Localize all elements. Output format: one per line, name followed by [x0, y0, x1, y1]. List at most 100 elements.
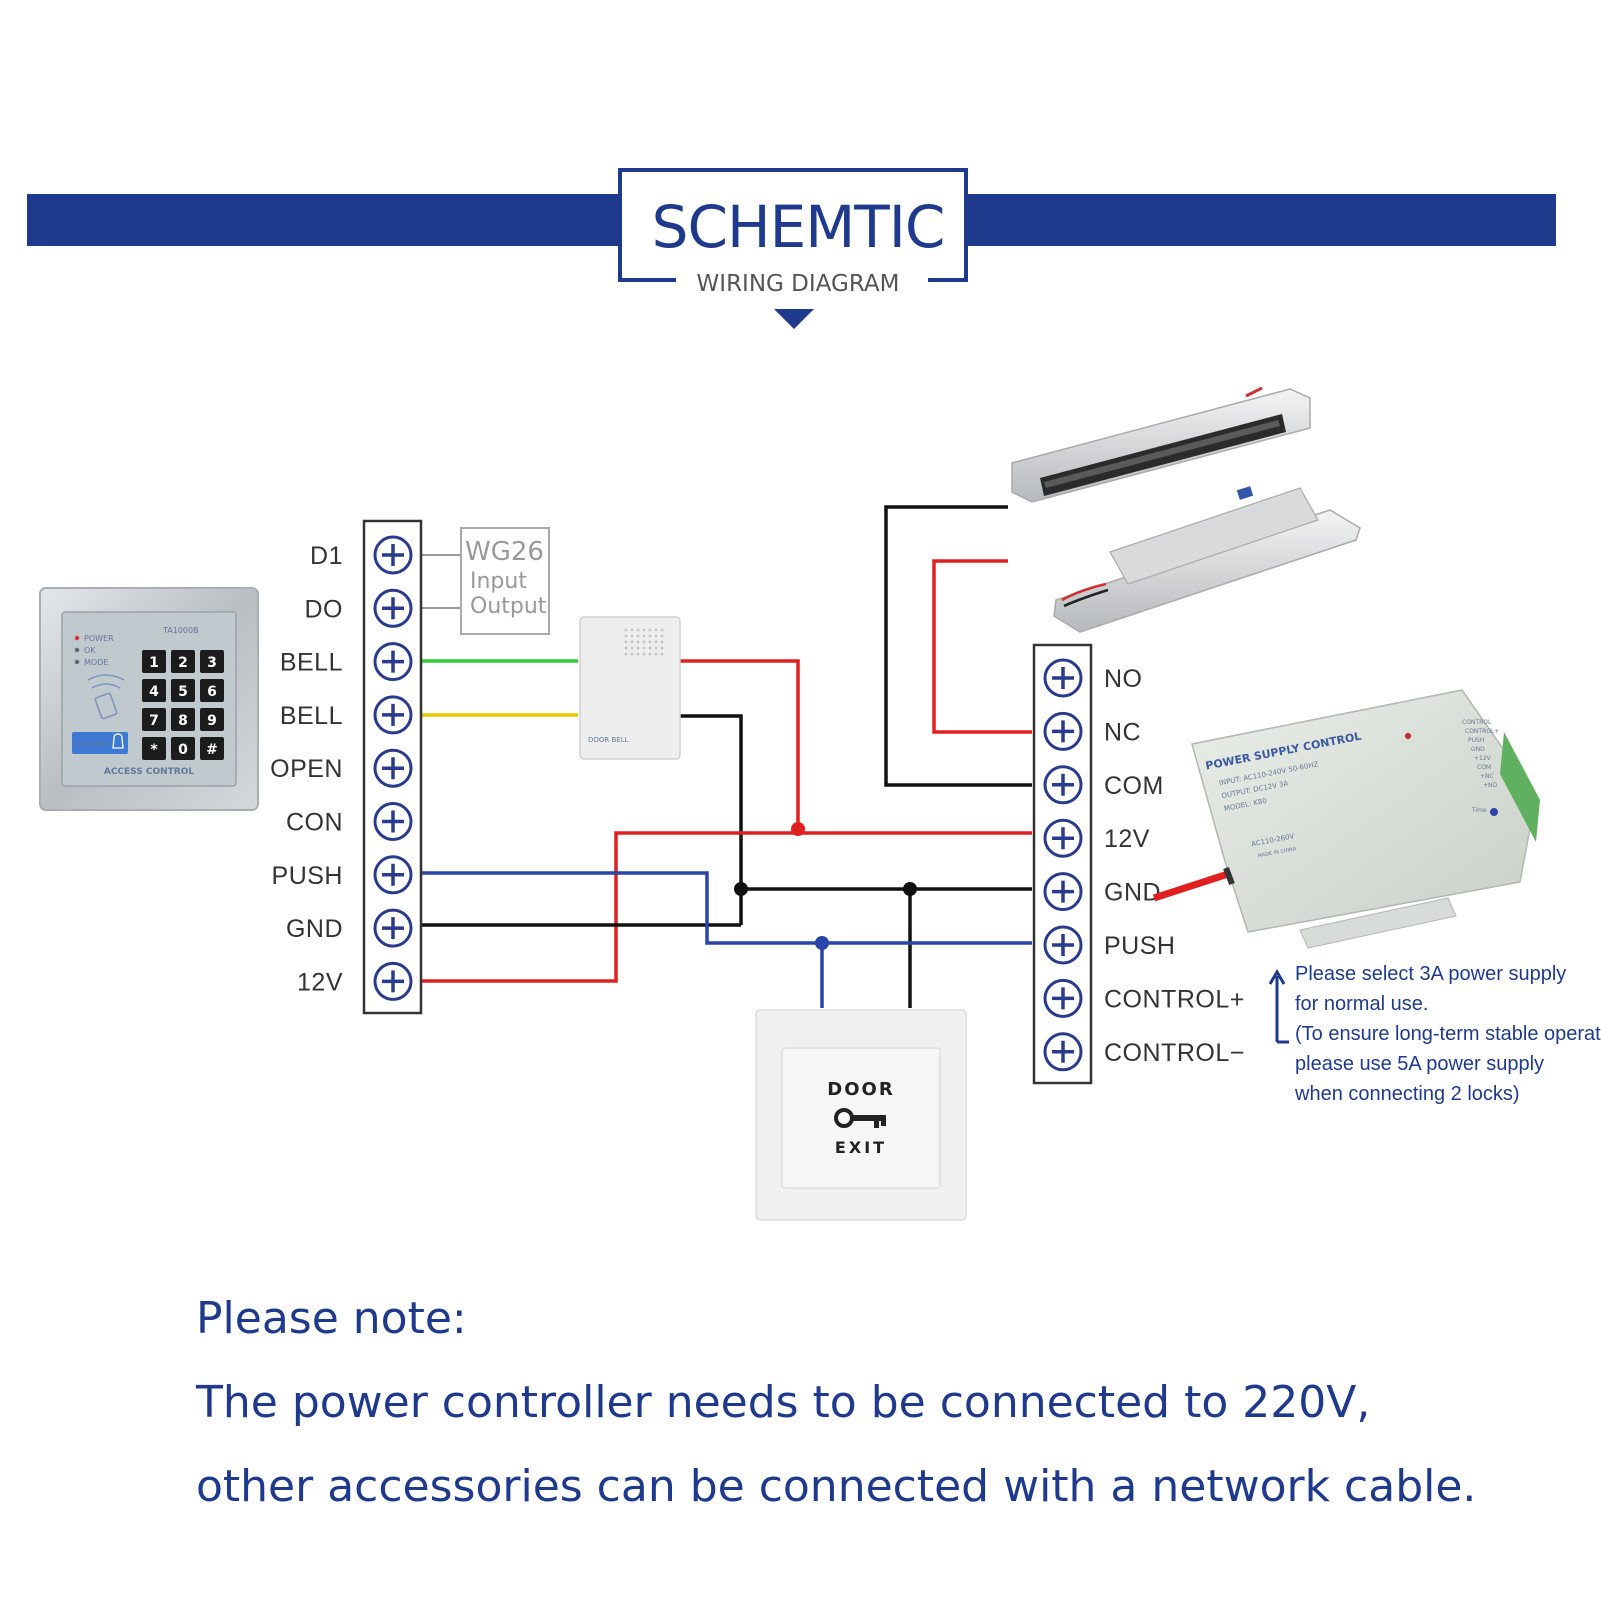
- exit-button-top: DOOR: [827, 1079, 894, 1100]
- doorbell-key-label: DOOR BELL: [76, 741, 111, 748]
- keypad-key-label: 0: [178, 742, 188, 758]
- doorbell-label: DOOR BELL: [588, 736, 629, 744]
- terminal-screw-icon: [373, 961, 413, 1001]
- keypad-key-label: 2: [178, 655, 188, 671]
- left-terminal-label: GND: [286, 915, 343, 943]
- status-ok: OK: [84, 646, 96, 655]
- terminal-screw-icon: [1043, 978, 1083, 1018]
- keypad-key-label: 1: [149, 655, 159, 671]
- keypad-key: [171, 708, 195, 731]
- psu-side-label: GND: [1471, 746, 1485, 753]
- left-terminal-label: CON: [286, 809, 343, 837]
- terminal-screw-icon: [1043, 658, 1083, 698]
- rfid-icon: [87, 674, 125, 720]
- note-line-1: The power controller needs to be connect…: [196, 1377, 1371, 1428]
- keypad-key-label: 4: [149, 684, 159, 700]
- keypad-key: [171, 737, 195, 760]
- status-mode: MODE: [84, 658, 108, 667]
- left-terminal-label: PUSH: [272, 862, 343, 890]
- keypad-key: [171, 650, 195, 673]
- chevron-down-icon: [774, 309, 814, 329]
- left-terminal-label: DO: [305, 595, 344, 623]
- psu-time-label: Time: [1471, 807, 1487, 814]
- keypad-key-label: 3: [207, 655, 217, 671]
- terminal-screw-icon: [373, 695, 413, 735]
- psu-side-label: +NC: [1480, 773, 1494, 780]
- keypad-key: [142, 737, 166, 760]
- psu-side-label: +12V: [1474, 755, 1492, 762]
- psu-side-label: COM: [1477, 764, 1491, 771]
- banner-bar-right: [966, 194, 1556, 246]
- header-banner: SCHEMTIC WIRING DIAGRAM: [27, 168, 1556, 329]
- terminal-screw-icon: [1043, 765, 1083, 805]
- speaker-grille-icon: [624, 628, 664, 656]
- terminal-screw-icon: [373, 535, 413, 575]
- right-terminal-label: CONTROL+: [1104, 985, 1245, 1013]
- wg26-input: Input: [470, 569, 527, 594]
- power-supply-unit: POWER SUPPLY CONTROL INPUT: AC110-240V 5…: [1152, 689, 1540, 949]
- terminal-screw-icon: [1043, 711, 1083, 751]
- wire-12v-red: [410, 831, 1032, 983]
- left-terminal-label: OPEN: [270, 755, 343, 783]
- doorbell-device: DOOR BELL: [579, 616, 681, 760]
- terminal-screw-icon: [373, 748, 413, 788]
- terminal-screw-icon: [373, 855, 413, 895]
- page-title: SCHEMTIC: [652, 193, 945, 261]
- power-note-line: when connecting 2 locks): [1294, 1083, 1520, 1105]
- power-note-line: for normal use.: [1295, 993, 1428, 1015]
- keypad-key: [200, 737, 224, 760]
- psu-side-label: CONTROL: [1462, 719, 1492, 726]
- terminal-screw-icon: [1043, 1032, 1083, 1072]
- keypad-key-label: 6: [207, 684, 217, 700]
- page-subtitle: WIRING DIAGRAM: [697, 271, 900, 297]
- wire-doorbell-black: [680, 714, 743, 925]
- wire-lock-black: [884, 505, 1032, 787]
- left-terminal-label: D1: [310, 542, 343, 570]
- keypad-key: [142, 679, 166, 702]
- left-terminal-label: BELL: [280, 702, 343, 730]
- keypad-caption: ACCESS CONTROL: [104, 767, 195, 777]
- exit-button-bottom: EXIT: [835, 1138, 887, 1157]
- keypad-key: [142, 650, 166, 673]
- wire-lock-red: [932, 559, 1032, 734]
- keypad-key-label: 7: [149, 713, 159, 729]
- psu-side-label: +NO: [1483, 782, 1498, 789]
- junction-dot-blue: [815, 936, 829, 950]
- terminal-screw-icon: [1043, 818, 1083, 858]
- terminal-screw-icon: [1043, 925, 1083, 965]
- junction-dot-black-1: [734, 882, 748, 896]
- psu-side-label: CONTROL+: [1465, 728, 1499, 735]
- terminal-screw-icon: [1043, 872, 1083, 912]
- bell-icon: [112, 733, 124, 749]
- keypad-key: [200, 679, 224, 702]
- wg26-output: Output: [470, 594, 547, 619]
- status-power: POWER: [84, 634, 114, 643]
- terminal-screw-icon: [373, 642, 413, 682]
- wire-doorbell-red: [680, 659, 800, 829]
- right-terminal-label: PUSH: [1104, 932, 1175, 960]
- right-terminal-label: COM: [1104, 772, 1164, 800]
- right-terminal-label: 12V: [1104, 825, 1150, 853]
- keypad-key: [200, 650, 224, 673]
- power-note-line: please use 5A power supply: [1295, 1053, 1544, 1075]
- power-note-line: (To ensure long-term stable operation,: [1295, 1023, 1601, 1045]
- right-terminal-label: CONTROL−: [1104, 1039, 1245, 1067]
- left-terminal-label: BELL: [280, 649, 343, 677]
- psu-dial-icon: [1490, 808, 1498, 816]
- keypad-key-label: 5: [178, 684, 188, 700]
- keypad-key: [200, 708, 224, 731]
- keypad-key-label: 9: [207, 713, 217, 729]
- note-line-2: other accessories can be connected with …: [196, 1461, 1477, 1512]
- right-terminal-label: NC: [1104, 718, 1141, 746]
- left-terminal-label: 12V: [297, 968, 343, 996]
- wg26-title: WG26: [465, 537, 544, 567]
- keypad-key-label: #: [206, 742, 218, 758]
- junction-dot-black-2: [903, 882, 917, 896]
- door-exit-button: DOOR EXIT: [755, 1009, 967, 1221]
- right-terminal-label: GND: [1104, 879, 1161, 907]
- magnetic-lock: [1011, 386, 1311, 503]
